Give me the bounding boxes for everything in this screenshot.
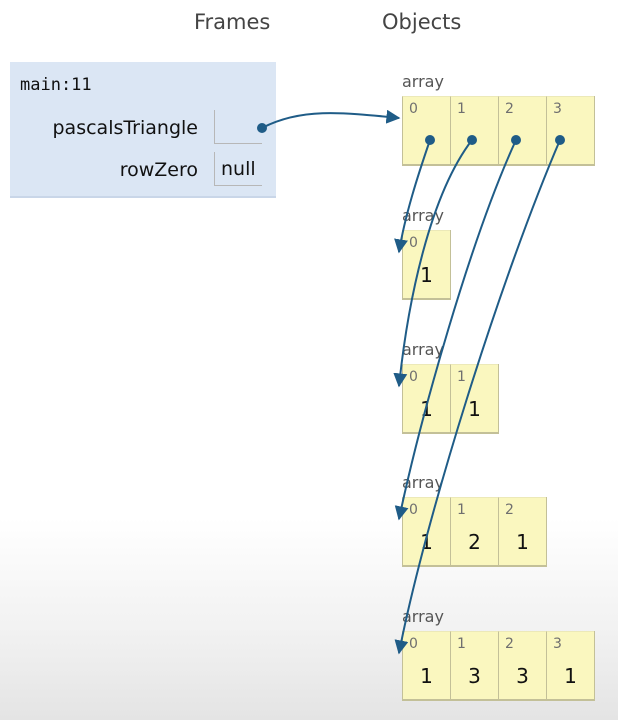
array-label: array bbox=[402, 340, 444, 359]
pointer-arrow-row-3 bbox=[394, 139, 561, 655]
array-index: 1 bbox=[457, 636, 466, 652]
array-index: 2 bbox=[505, 101, 514, 117]
var-value-pascalsTriangle bbox=[214, 110, 262, 144]
array-value: 2 bbox=[468, 530, 481, 554]
array-index: 1 bbox=[457, 101, 466, 117]
array-value: 3 bbox=[516, 664, 529, 688]
var-label-pascalsTriangle: pascalsTriangle bbox=[52, 117, 199, 139]
array-index: 0 bbox=[409, 502, 418, 518]
array-value: 1 bbox=[564, 664, 577, 688]
array-label: array bbox=[402, 72, 444, 91]
pointer-arrow-row-0 bbox=[394, 139, 431, 254]
array-index: 0 bbox=[409, 369, 418, 385]
array-index: 0 bbox=[409, 235, 418, 251]
var-value-rowZero: null bbox=[214, 152, 262, 186]
pointer-dot bbox=[555, 135, 565, 145]
array-value: 1 bbox=[420, 263, 433, 287]
array-value: 1 bbox=[468, 397, 481, 421]
objects-header: Objects bbox=[382, 10, 462, 34]
array-cell: 0 bbox=[402, 96, 450, 164]
pointer-dot bbox=[511, 135, 521, 145]
array-index: 2 bbox=[505, 502, 514, 518]
array-cell: 2 bbox=[498, 96, 546, 164]
array-value: 1 bbox=[420, 664, 433, 688]
pointer-dot bbox=[467, 135, 477, 145]
frames-header: Frames bbox=[194, 10, 271, 34]
array-index: 3 bbox=[553, 636, 562, 652]
array-value: 1 bbox=[516, 530, 529, 554]
array-label: array bbox=[402, 607, 444, 626]
array-index: 0 bbox=[409, 636, 418, 652]
array-index: 1 bbox=[457, 502, 466, 518]
pointer-dot bbox=[425, 135, 435, 145]
pointer-arrow-row-2 bbox=[394, 139, 517, 521]
pointer-dot bbox=[257, 123, 267, 133]
pointer-arrow-pascalsTriangle bbox=[261, 109, 401, 129]
array-index: 0 bbox=[409, 101, 418, 117]
array-cell: 1 bbox=[450, 96, 498, 164]
array-index: 1 bbox=[457, 369, 466, 385]
var-label-rowZero: rowZero bbox=[119, 159, 198, 181]
array-index: 3 bbox=[553, 101, 562, 117]
array-outer: 0 1 2 3 bbox=[402, 96, 595, 166]
array-cell: 3 bbox=[546, 96, 594, 164]
frame-main: main:11 pascalsTriangle rowZero null bbox=[10, 62, 276, 198]
array-index: 2 bbox=[505, 636, 514, 652]
array-value: 3 bbox=[468, 664, 481, 688]
array-label: array bbox=[402, 473, 444, 492]
pointer-arrow-row-1 bbox=[393, 139, 473, 388]
frame-name: main:11 bbox=[20, 75, 92, 95]
